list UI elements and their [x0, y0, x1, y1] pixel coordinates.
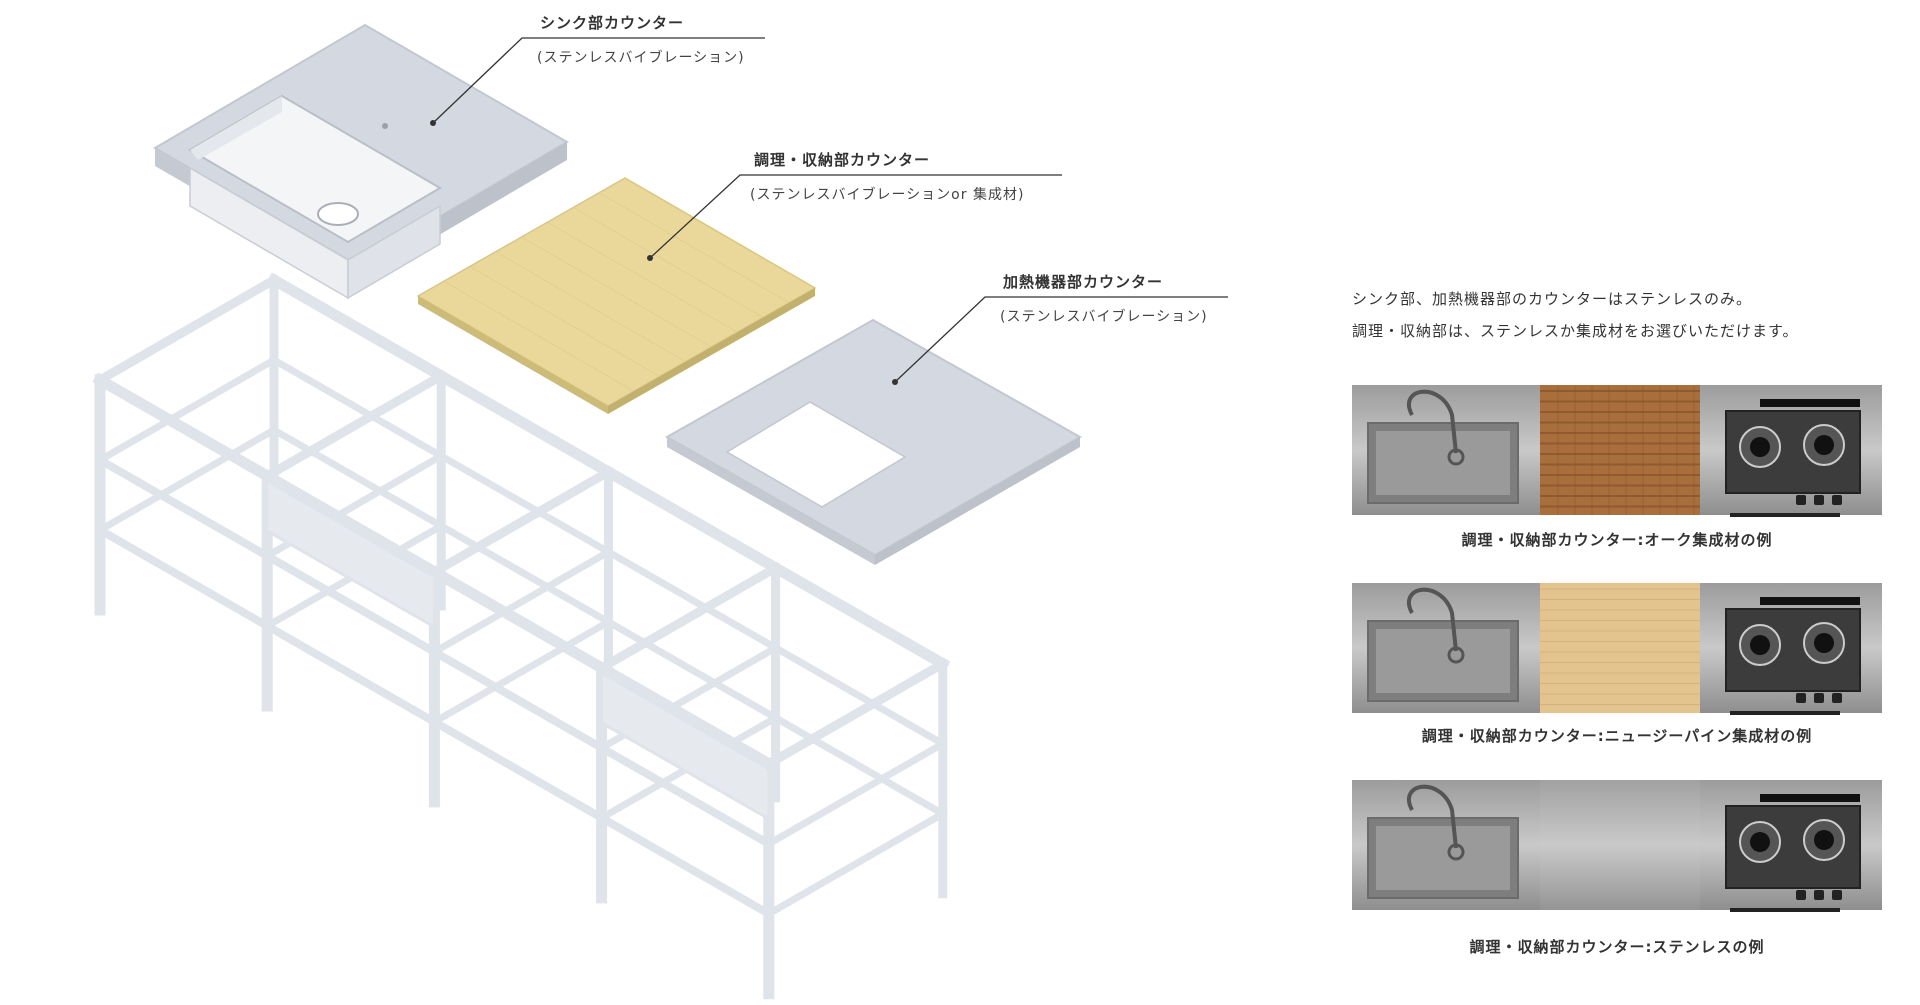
- leader-dots: [430, 120, 898, 385]
- sink-counter: [153, 23, 569, 300]
- example-photo: [1352, 780, 1882, 912]
- prep-counter-material: (ステンレスバイブレーションor 集成材): [750, 186, 1024, 203]
- prep-counter-title: 調理・収納部カウンター: [754, 151, 930, 169]
- note-line-1: シンク部、加熱機器部のカウンターはステンレスのみ。: [1352, 290, 1753, 308]
- leader-lines: [432, 37, 1228, 383]
- example-photo: [1352, 583, 1882, 715]
- faucet-icon: [1407, 389, 1458, 454]
- faucet-icon: [1407, 784, 1458, 849]
- faucet-icon: [1407, 587, 1458, 652]
- sink-counter-material: (ステンレスバイブレーション): [537, 49, 745, 66]
- prep-counter-sample: [1540, 583, 1700, 713]
- example-photo: [1352, 385, 1882, 517]
- prep-counter-sample: [1540, 385, 1700, 515]
- kitchen-frame: [92, 272, 951, 1000]
- heat-counter: [664, 318, 1083, 565]
- sink-counter-title: シンク部カウンター: [540, 14, 684, 32]
- note-line-2: 調理・収納部は、ステンレスか集成材をお選びいただけます。: [1352, 322, 1799, 340]
- example-caption: 調理・収納部カウンター:ニュージーパイン集成材の例: [1422, 727, 1813, 745]
- example-caption: 調理・収納部カウンター:オーク集成材の例: [1461, 531, 1772, 549]
- prep-counter: [416, 177, 817, 414]
- heat-counter-title: 加熱機器部カウンター: [1002, 273, 1163, 291]
- example-caption: 調理・収納部カウンター:ステンレスの例: [1469, 938, 1764, 956]
- heat-counter-material: (ステンレスバイブレーション): [1000, 308, 1208, 325]
- example-photos: 調理・収納部カウンター:オーク集成材の例調理・収納部カウンター:ニュージーパイン…: [1352, 385, 1882, 956]
